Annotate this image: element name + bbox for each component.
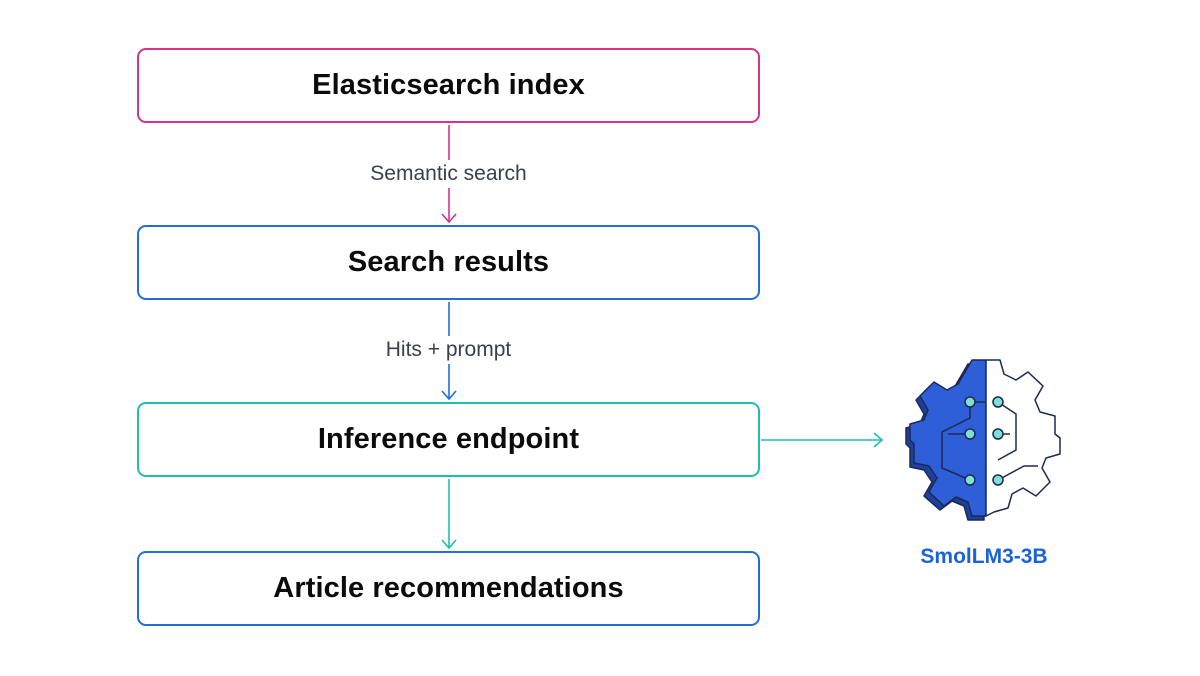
circuit-node <box>964 396 976 408</box>
gear-left-half <box>909 359 987 517</box>
node-label: Article recommendations <box>273 572 624 604</box>
node-label: Inference endpoint <box>317 423 580 455</box>
gear-brain-icon <box>905 359 1061 521</box>
node-elasticsearch-index: Elasticsearch index <box>137 48 760 123</box>
circuit-node <box>992 474 1004 486</box>
edge-label-text: Hits + prompt <box>385 338 512 361</box>
edge-label-text: Semantic search <box>370 162 527 185</box>
node-label: Elasticsearch index <box>312 69 585 101</box>
edge-label-semantic-search: Semantic search <box>137 161 760 187</box>
arrowhead-inference-to-model <box>873 432 884 448</box>
node-search-results: Search results <box>137 225 760 300</box>
circuit-node <box>964 474 976 486</box>
edge-label-hits-prompt: Hits + prompt <box>137 337 760 363</box>
model-label: SmolLM3-3B <box>920 545 1048 568</box>
node-inference-endpoint: Inference endpoint <box>137 402 760 477</box>
circuit-node <box>964 428 976 440</box>
circuit-node <box>992 396 1004 408</box>
node-article-recommendations: Article recommendations <box>137 551 760 626</box>
arrowhead-results-to-inference <box>441 390 457 401</box>
arrowhead-inference-to-recs <box>441 539 457 550</box>
arrowhead-es-to-results <box>441 213 457 224</box>
circuit-node <box>992 428 1004 440</box>
node-label: Search results <box>347 246 550 278</box>
